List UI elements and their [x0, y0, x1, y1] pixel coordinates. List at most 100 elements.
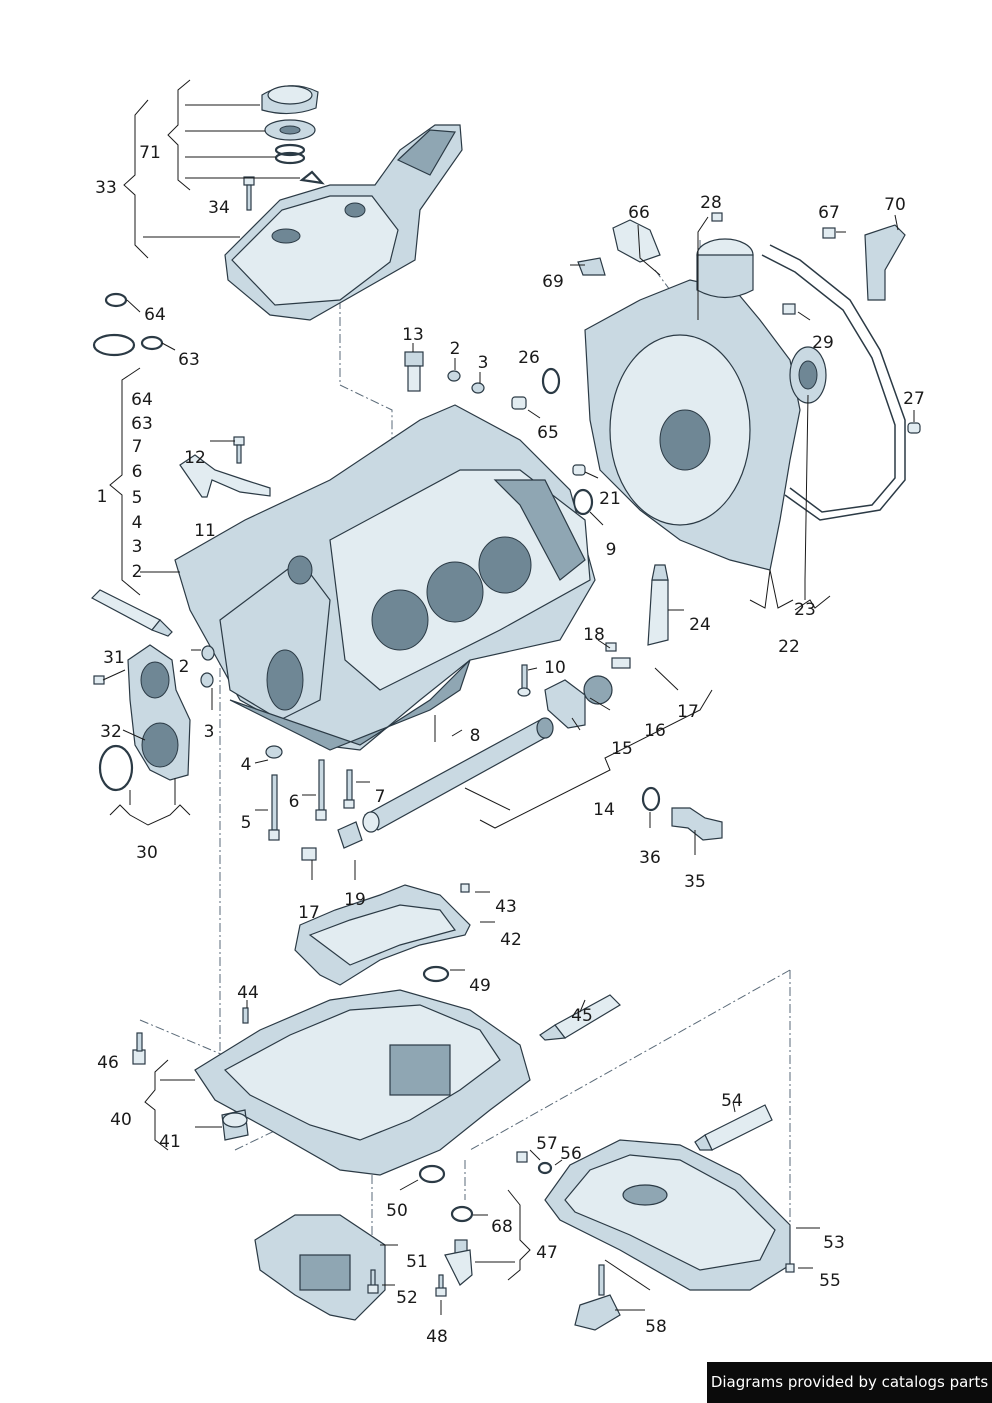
- callout-label-35: 35: [684, 872, 706, 892]
- callout-label-30: 30: [136, 843, 158, 863]
- side-cover-30: [93, 644, 191, 792]
- footer-credit: Diagrams provided by catalogs parts: [707, 1362, 992, 1403]
- callout-label-68: 68: [491, 1217, 513, 1237]
- callout-label-14: 14: [593, 800, 615, 820]
- callout-label-5b: 5: [241, 813, 252, 833]
- callout-label-29: 29: [812, 333, 834, 353]
- callout-label-65: 65: [537, 423, 559, 443]
- oil-filler-cap: [261, 85, 325, 185]
- callout-label-19: 19: [344, 890, 366, 910]
- oil-pump: [544, 642, 631, 729]
- callout-label-48: 48: [426, 1327, 448, 1347]
- callout-label-34: 34: [208, 198, 230, 218]
- callout-label-58: 58: [645, 1317, 667, 1337]
- callout-label-45: 45: [571, 1006, 593, 1026]
- small-plugs: [447, 367, 594, 516]
- callout-label-66: 66: [628, 203, 650, 223]
- sealant-tube-24: [647, 564, 669, 646]
- callout-label-22: 22: [778, 637, 800, 657]
- callout-label-49: 49: [469, 976, 491, 996]
- callout-label-71: 71: [139, 143, 161, 163]
- callout-label-7a: 7: [132, 437, 143, 457]
- callout-label-4b: 4: [241, 755, 252, 775]
- baffle-51: [254, 1214, 386, 1321]
- oil-pan-upper: [132, 989, 531, 1176]
- sealant-tube-left: [91, 589, 173, 637]
- callout-label-43: 43: [495, 897, 517, 917]
- callout-label-17b: 17: [298, 903, 320, 923]
- callout-label-18: 18: [583, 625, 605, 645]
- plugs-2-3-left: [200, 645, 215, 688]
- callout-label-51: 51: [406, 1252, 428, 1272]
- callout-label-6a: 6: [132, 462, 143, 482]
- callout-label-27: 27: [903, 389, 925, 409]
- callout-label-67: 67: [818, 203, 840, 223]
- callout-label-53: 53: [823, 1233, 845, 1253]
- callout-label-23: 23: [794, 600, 816, 620]
- timing-gasket: [761, 244, 906, 521]
- oil-pan-lower: [516, 1139, 795, 1291]
- callout-label-70: 70: [884, 195, 906, 215]
- breather-valve-13: [404, 351, 424, 392]
- callout-label-55: 55: [819, 1271, 841, 1291]
- sealant-tube-45: [539, 994, 621, 1041]
- callout-label-2a: 2: [450, 339, 461, 359]
- callout-label-2c: 2: [179, 657, 190, 677]
- callout-label-5a: 5: [132, 488, 143, 508]
- callout-label-10: 10: [544, 658, 566, 678]
- callout-label-24: 24: [689, 615, 711, 635]
- bracket-12: [179, 436, 271, 498]
- callout-label-63a: 63: [178, 350, 200, 370]
- timing-case-cover: [584, 219, 827, 571]
- callout-label-47: 47: [536, 1243, 558, 1263]
- callout-label-36: 36: [639, 848, 661, 868]
- callout-label-33: 33: [95, 178, 117, 198]
- balance-shaft: [301, 717, 554, 861]
- callout-label-3a: 3: [478, 353, 489, 373]
- callout-label-50: 50: [386, 1201, 408, 1221]
- cylinder-head-cover: [224, 124, 463, 321]
- callout-label-16: 16: [644, 721, 666, 741]
- callout-label-7b: 7: [375, 787, 386, 807]
- callout-label-8: 8: [470, 726, 481, 746]
- baffle-plate: [294, 883, 471, 986]
- callout-label-69: 69: [542, 272, 564, 292]
- drain-plug: [641, 786, 723, 841]
- callout-label-3c: 3: [204, 722, 215, 742]
- callout-label-31: 31: [103, 648, 125, 668]
- callout-label-32: 32: [100, 722, 122, 742]
- callout-label-15: 15: [611, 739, 633, 759]
- callout-label-6b: 6: [289, 792, 300, 812]
- callout-label-28: 28: [700, 193, 722, 213]
- bolts-4-7: [265, 745, 355, 841]
- callout-label-12: 12: [184, 448, 206, 468]
- callout-label-13: 13: [402, 325, 424, 345]
- callout-label-3b: 3: [132, 537, 143, 557]
- cylinder-block: [174, 404, 596, 751]
- callout-label-56: 56: [560, 1144, 582, 1164]
- callout-label-9: 9: [606, 540, 617, 560]
- callout-label-64a: 64: [144, 305, 166, 325]
- callout-label-52: 52: [396, 1288, 418, 1308]
- callout-label-2b: 2: [132, 562, 143, 582]
- callout-label-41: 41: [159, 1132, 181, 1152]
- sealant-tube-54: [694, 1104, 773, 1151]
- callout-label-57: 57: [536, 1134, 558, 1154]
- callout-label-44: 44: [237, 983, 259, 1003]
- callout-label-11: 11: [194, 521, 216, 541]
- callout-label-46: 46: [97, 1053, 119, 1073]
- callout-label-54: 54: [721, 1091, 743, 1111]
- bolt-34: [243, 176, 255, 211]
- ring-50: [418, 1164, 474, 1223]
- callout-label-40: 40: [110, 1110, 132, 1130]
- callout-label-63b: 63: [131, 414, 153, 434]
- oil-level-sensor-58: [574, 1264, 621, 1331]
- callout-label-26: 26: [518, 348, 540, 368]
- callout-label-42: 42: [500, 930, 522, 950]
- callout-label-1: 1: [97, 487, 108, 507]
- small-bolts-right-top: [577, 212, 921, 434]
- callout-label-4a: 4: [132, 513, 143, 533]
- callout-label-21: 21: [599, 489, 621, 509]
